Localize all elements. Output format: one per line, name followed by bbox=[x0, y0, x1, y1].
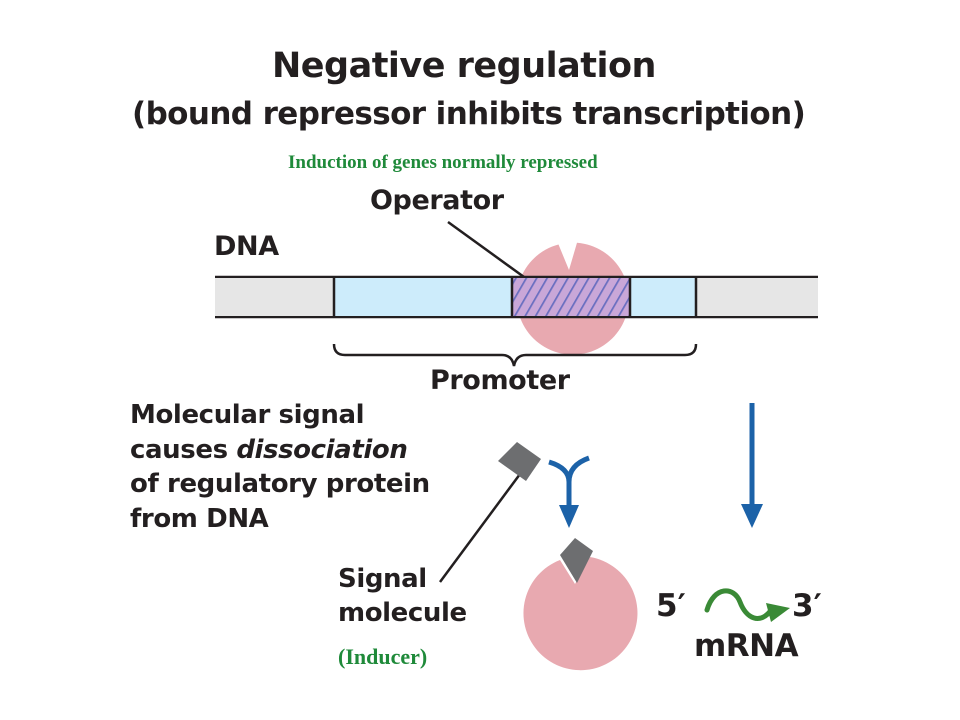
description-line-4: from DNA bbox=[130, 503, 269, 534]
page-title: Negative regulation bbox=[272, 46, 656, 86]
three-prime-label: 3′ bbox=[792, 588, 822, 624]
binding-arrow-icon bbox=[548, 455, 590, 528]
promoter-brace bbox=[332, 343, 698, 367]
inducer-label: (Inducer) bbox=[338, 644, 428, 669]
mrna-label: mRNA bbox=[694, 628, 799, 664]
promoter-label: Promoter bbox=[430, 365, 570, 396]
description-line-3: of regulatory protein bbox=[130, 469, 430, 499]
description-line-2-prefix: causes bbox=[130, 434, 237, 465]
mrna-strand-icon bbox=[704, 588, 790, 622]
page-subtitle: (bound repressor inhibits transcription) bbox=[132, 96, 806, 132]
signal-molecule-label: Signal molecule bbox=[338, 562, 467, 630]
dna-segment-left bbox=[215, 278, 334, 316]
description-emphasis: dissociation bbox=[236, 434, 408, 465]
operator-label: Operator bbox=[370, 185, 504, 216]
five-prime-label: 5′ bbox=[656, 588, 686, 624]
repressor-protein-released bbox=[523, 557, 638, 671]
signal-pointer-line bbox=[438, 469, 525, 583]
dna-strand bbox=[215, 275, 818, 319]
dissociation-description: Molecular signal causes dissociation of … bbox=[130, 398, 430, 536]
signal-molecule-icon bbox=[498, 442, 541, 481]
transcription-arrow-icon bbox=[741, 403, 763, 528]
description-line-1: Molecular signal bbox=[130, 400, 365, 430]
operator-pointer-line bbox=[447, 220, 525, 279]
dna-segment-right bbox=[696, 278, 818, 316]
induction-note: Induction of genes normally repressed bbox=[288, 152, 598, 173]
bound-inducer-icon bbox=[560, 538, 593, 583]
signal-label-line-1: Signal bbox=[338, 564, 427, 594]
signal-label-line-2: molecule bbox=[338, 598, 467, 628]
dna-label: DNA bbox=[214, 231, 279, 262]
description-line-2: causes dissociation bbox=[130, 433, 430, 468]
operator-region bbox=[512, 278, 630, 316]
